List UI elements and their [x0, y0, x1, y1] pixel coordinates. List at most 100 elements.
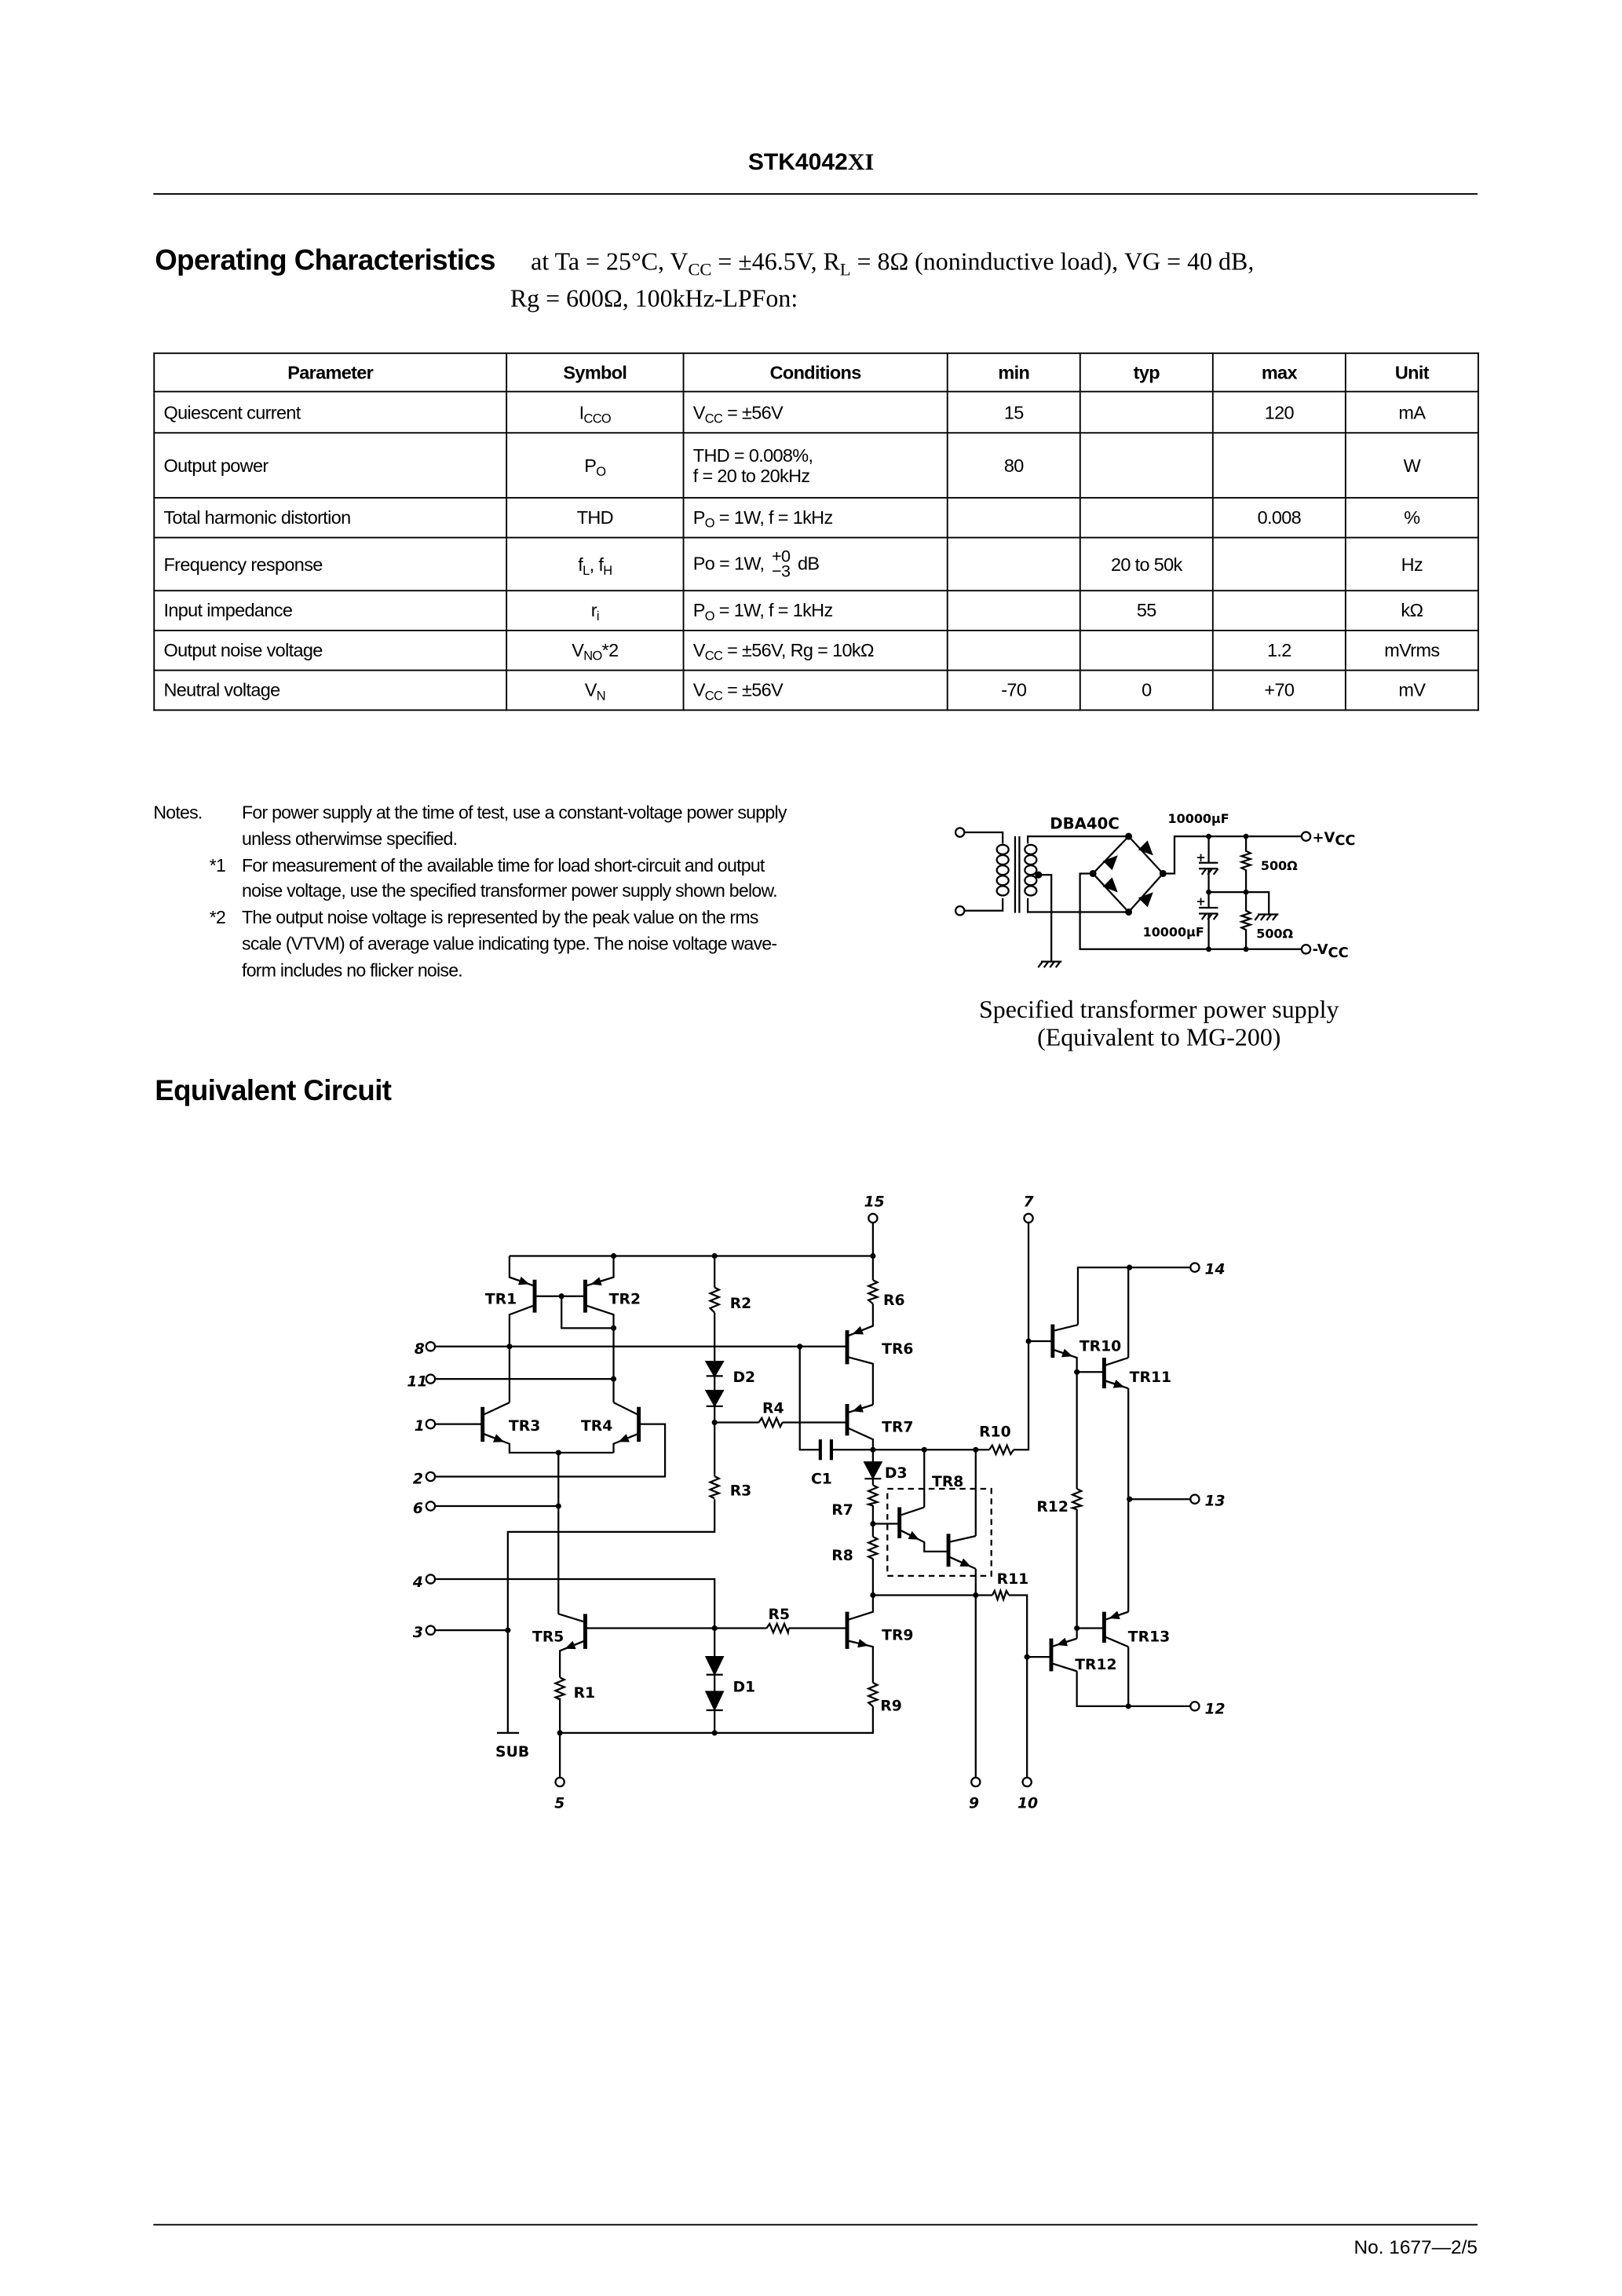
transistors	[435, 1256, 1129, 1684]
wiring	[435, 1223, 1190, 1778]
col-header: Unit	[1344, 352, 1479, 393]
pin-label-9: 9	[969, 1796, 979, 1812]
pin-label-15: 15	[864, 1194, 885, 1210]
label-r7: R7	[831, 1502, 853, 1519]
cell-typ	[1079, 432, 1214, 499]
cell-min: 15	[946, 390, 1081, 434]
label-d3: D3	[885, 1465, 908, 1482]
tr7	[846, 1403, 875, 1450]
cell-typ: 20 to 50k	[1079, 536, 1214, 592]
transistor-base-bars	[480, 1279, 1106, 1672]
d3	[863, 1461, 883, 1480]
filter-capacitors	[1198, 836, 1219, 949]
r7	[865, 1484, 881, 1507]
note-item: For power supply at the time of test, us…	[242, 802, 787, 850]
operating-characteristics-table: Parameter Symbol Conditions min typ max …	[153, 352, 1479, 711]
cap-bottom-label: 10000µF	[1143, 925, 1204, 940]
r4	[758, 1415, 784, 1430]
table-header-row: Parameter Symbol Conditions min typ max …	[153, 352, 1479, 393]
col-header: typ	[1079, 352, 1214, 393]
power-supply-caption-line1: Specified transformer power supply	[979, 995, 1339, 1024]
tr6	[846, 1303, 875, 1405]
cell-unit: W	[1344, 432, 1479, 499]
cell-max: 0.008	[1211, 496, 1346, 539]
res-bottom-label: 500Ω	[1256, 927, 1293, 941]
label-sub: SUB	[495, 1744, 529, 1760]
pin-label-2: 2	[413, 1471, 423, 1487]
transformer-primary-coil	[995, 843, 1010, 897]
label-r1: R1	[574, 1685, 596, 1702]
bridge-rectifier	[1089, 832, 1167, 916]
label-d2: D2	[732, 1369, 755, 1386]
tr8-darlington-box	[886, 1487, 992, 1577]
col-header: Parameter	[153, 352, 508, 393]
cell-min	[946, 629, 1081, 671]
tr13	[1103, 1610, 1129, 1648]
transformer-secondary-coil	[1024, 843, 1038, 897]
cell-symbol: fL, fH	[506, 536, 685, 592]
r8	[866, 1536, 880, 1560]
label-r4: R4	[762, 1400, 784, 1417]
cell-conditions: VCC = ±56V, Rg = 10kΩ	[682, 629, 948, 671]
r5	[765, 1621, 790, 1636]
tr4	[435, 1402, 667, 1478]
cell-max	[1211, 536, 1346, 592]
label-tr8: TR8	[932, 1474, 963, 1490]
d1-bars	[706, 1673, 723, 1712]
pin-label-5: 5	[554, 1796, 564, 1812]
notes-block: For power supply at the time of test, us…	[210, 801, 835, 985]
r12	[1069, 1488, 1084, 1511]
pin-label-7: 7	[1023, 1194, 1034, 1210]
cell-parameter: Output power	[153, 432, 508, 499]
table-row: Neutral voltage VN VCC = ±56V -70 0 +70 …	[153, 669, 1479, 711]
cell-conditions: PO = 1W, f = 1kHz	[682, 496, 948, 539]
label-tr2: TR2	[609, 1291, 641, 1307]
ground-icon	[1254, 913, 1279, 921]
label-tr1: TR1	[485, 1291, 517, 1307]
cell-max: 120	[1211, 390, 1346, 434]
pin-label-13: 13	[1204, 1493, 1225, 1510]
equivalent-circuit-title: Equivalent Circuit	[155, 1075, 392, 1108]
d2-bars	[706, 1375, 723, 1407]
pin-label-12: 12	[1204, 1701, 1225, 1717]
label-r12: R12	[1036, 1499, 1069, 1515]
r10	[988, 1442, 1015, 1457]
operating-conditions-line2: Rg = 600Ω, 100kHz-LPFon:	[510, 284, 798, 313]
cap-polarity-plus: +	[1196, 894, 1206, 909]
label-tr10: TR10	[1080, 1338, 1121, 1355]
tr1	[508, 1256, 586, 1403]
cell-parameter: Neutral voltage	[153, 669, 508, 711]
vcc-negative-terminal	[1300, 944, 1312, 955]
table-row: Input impedance ri PO = 1W, f = 1kHz 55 …	[153, 590, 1479, 631]
r1	[553, 1676, 567, 1701]
cell-conditions: PO = 1W, f = 1kHz	[682, 590, 948, 631]
cell-parameter: Frequency response	[153, 536, 508, 592]
operating-conditions-line1: at Ta = 25°C, VCC = ±46.5V, RL = 8Ω (non…	[531, 247, 1255, 280]
label-tr9: TR9	[882, 1628, 913, 1644]
c1-capacitor	[818, 1439, 833, 1461]
cell-unit: mV	[1344, 669, 1479, 711]
label-r3: R3	[730, 1483, 752, 1499]
cell-conditions: VCC = ±56V	[682, 669, 948, 711]
cell-conditions: THD = 0.008%,f = 20 to 20kHz	[682, 432, 948, 499]
tr10	[1052, 1324, 1079, 1373]
document-title: STK4042XI	[0, 151, 1622, 177]
cell-parameter: Output noise voltage	[153, 629, 508, 671]
notes-label: Notes.	[153, 802, 203, 824]
circuit-pin-labels: 15 7 14 13 12 8 11 1 2 6 4 3 5 9 10	[407, 1194, 1225, 1812]
res-top-label: 500Ω	[1261, 858, 1298, 873]
cap-polarity-plus: +	[1196, 850, 1206, 865]
part-number: STK4042	[747, 150, 848, 176]
label-r6: R6	[883, 1292, 905, 1309]
transformer-power-supply-diagram	[954, 827, 1312, 968]
vcc-positive-label: +VCC	[1313, 829, 1356, 849]
tr9	[846, 1595, 875, 1684]
ac-input-terminal	[954, 827, 966, 838]
label-tr13: TR13	[1128, 1629, 1170, 1645]
page-number: No. 1677—2/5	[1353, 2236, 1478, 2258]
label-r10: R10	[979, 1424, 1011, 1440]
label-tr3: TR3	[509, 1418, 540, 1435]
equivalent-circuit-diagram	[425, 1212, 1200, 1788]
